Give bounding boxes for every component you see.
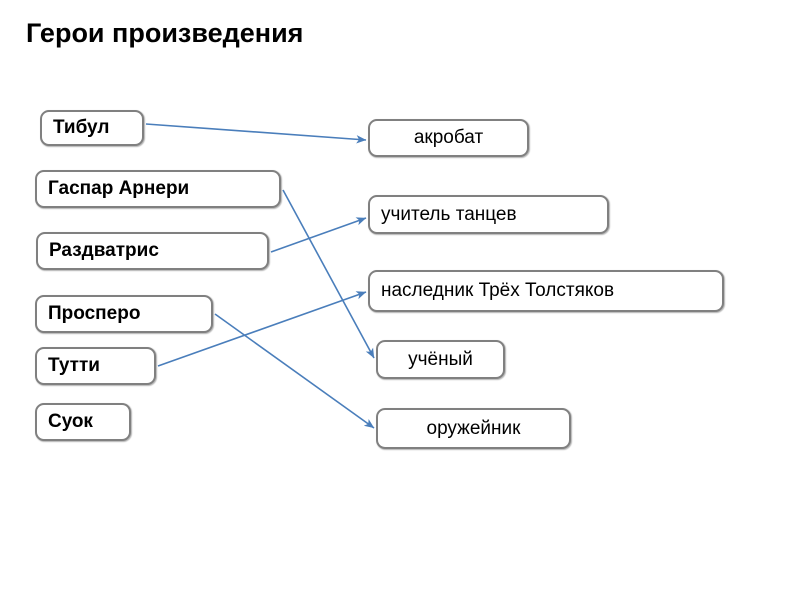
character-box-suok[interactable]: Суок [35,403,131,441]
character-box-gaspar[interactable]: Гаспар Арнери [35,170,281,208]
role-label: акробат [413,127,484,149]
character-label: Просперо [48,303,141,325]
role-box-ucheny[interactable]: учёный [376,340,505,379]
character-box-tutti[interactable]: Тутти [35,347,156,385]
connector-razdvatris-tancy [270,217,367,253]
character-box-razdva[interactable]: Раздватрис [36,232,269,270]
connector-tibul-akrobat [145,123,367,144]
connector-prospero-oruzh [214,313,375,429]
character-label: Суок [48,411,93,433]
character-label: Гаспар Арнери [48,178,190,200]
role-box-tancy[interactable]: учитель танцев [368,195,609,234]
role-box-akrobat[interactable]: акробат [368,119,529,157]
role-label: наследник Трёх Толстяков [381,280,615,302]
character-label: Тибул [53,117,110,139]
character-label: Раздватрис [49,240,159,262]
role-label: учитель танцев [381,203,517,225]
role-box-oruzh[interactable]: оружейник [376,408,571,449]
role-label: учёный [408,348,473,370]
character-label: Тутти [48,355,100,377]
role-box-naslednik[interactable]: наследник Трёх Толстяков [368,270,724,312]
character-box-prospero[interactable]: Просперо [35,295,213,333]
page-title: Герои произведения [26,18,304,48]
character-box-tibul[interactable]: Тибул [40,110,144,146]
role-label: оружейник [426,417,521,439]
connector-gaspar-ucheny [282,189,375,359]
